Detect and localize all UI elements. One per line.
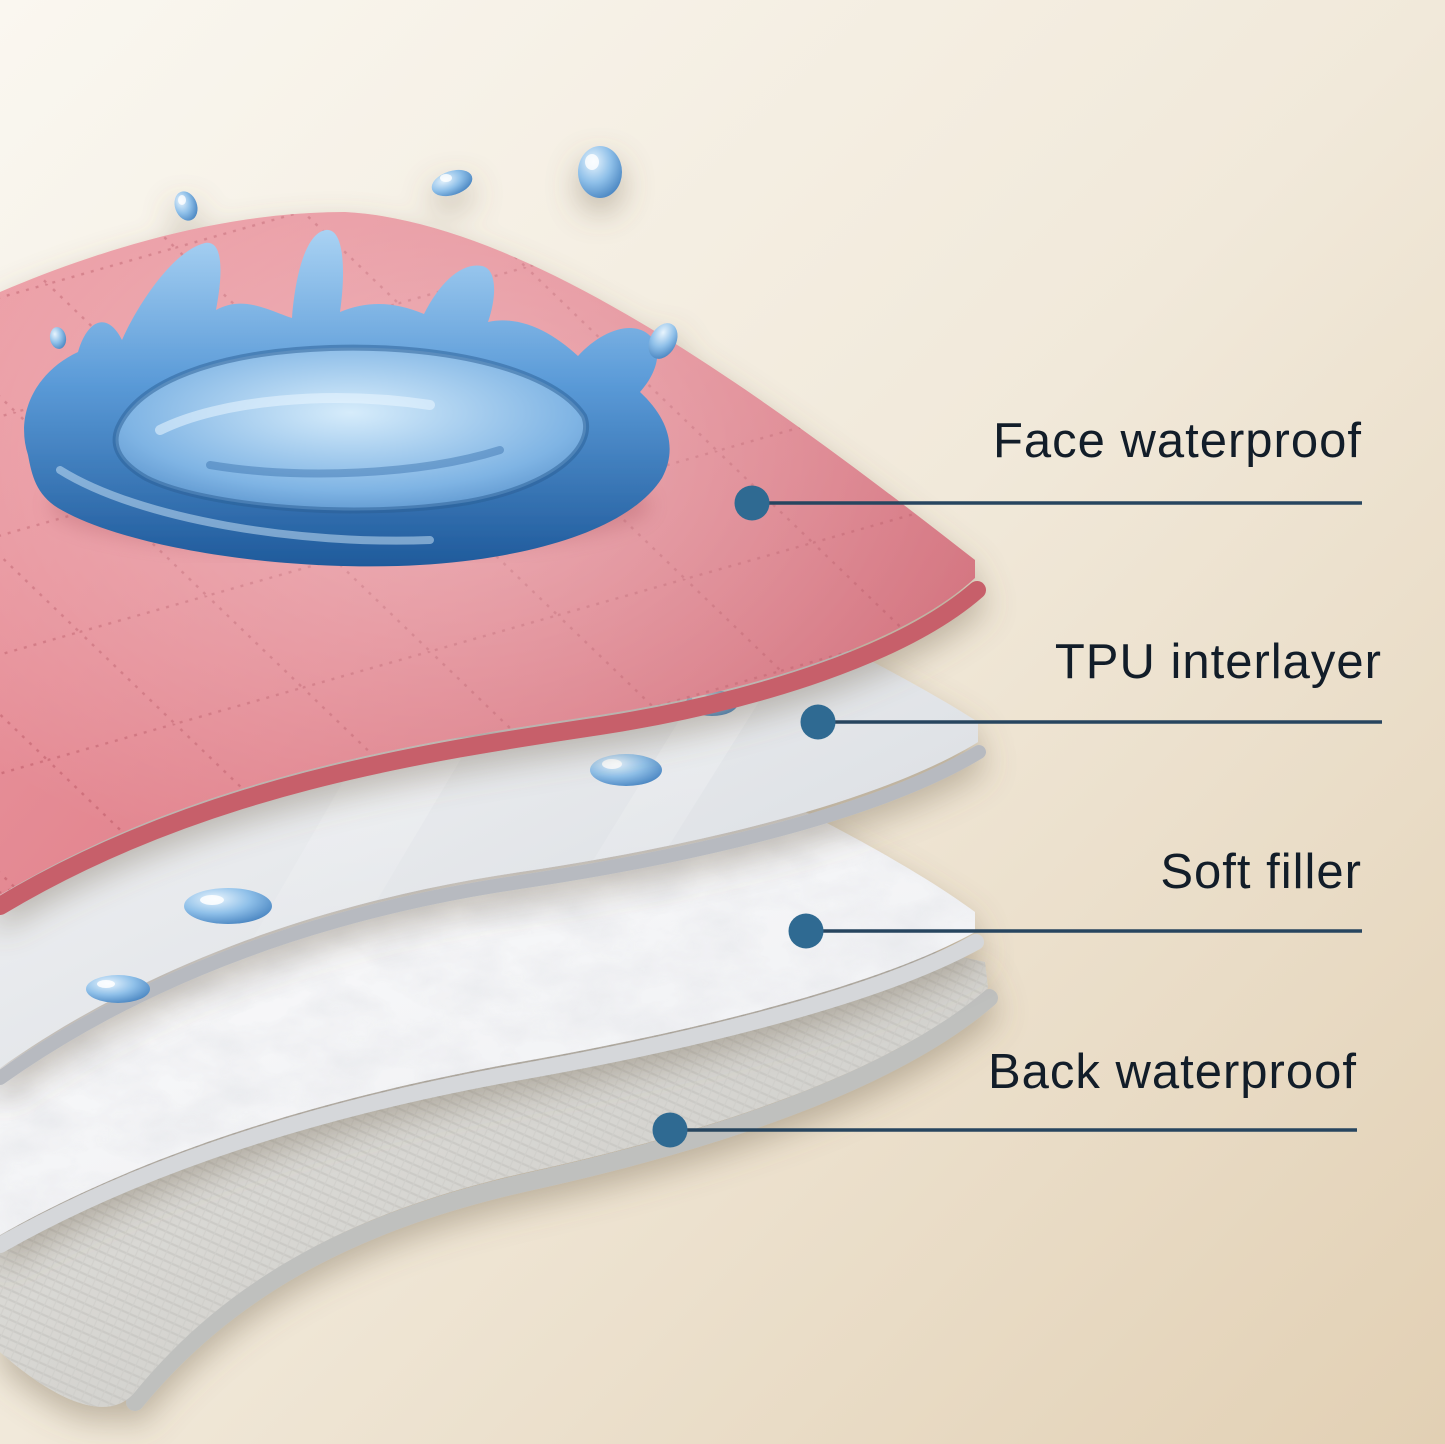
callout-label-face-waterproof: Face waterproof <box>993 414 1362 468</box>
callout-label-back-waterproof: Back waterproof <box>988 1045 1357 1099</box>
layer-face-waterproof <box>0 146 986 915</box>
callout-dot <box>788 913 824 949</box>
callout-tpu-interlayer: TPU interlayer <box>800 635 1382 740</box>
callout-label-tpu-interlayer: TPU interlayer <box>1055 635 1382 689</box>
callout-back-waterproof: Back waterproof <box>652 1045 1357 1148</box>
callout-label-soft-filler: Soft filler <box>1160 845 1362 899</box>
bead-highlight <box>200 895 224 905</box>
callout-face-waterproof: Face waterproof <box>734 414 1362 521</box>
droplet-highlight <box>585 154 599 170</box>
water-droplet <box>648 323 678 359</box>
bead-highlight <box>602 759 622 769</box>
callout-soft-filler: Soft filler <box>788 845 1362 949</box>
pool-highlight <box>155 393 435 435</box>
water-bead <box>184 888 272 924</box>
face-layer-edge <box>0 581 986 915</box>
water-droplet <box>578 146 622 198</box>
callout-dot <box>734 485 770 521</box>
flying-water-droplets <box>49 146 678 359</box>
soft-filler-edge <box>0 934 984 1253</box>
water-bead <box>590 754 662 786</box>
back-layer-edge <box>126 989 998 1411</box>
water-bead <box>86 975 150 1003</box>
crown-rim-highlight <box>56 466 434 545</box>
water-splash-illustration <box>24 146 678 567</box>
bead-highlight <box>97 980 115 988</box>
callout-dot <box>800 704 836 740</box>
pool-ripple <box>206 446 504 478</box>
tpu-water-beads <box>86 690 738 1003</box>
callout-dot <box>652 1112 688 1148</box>
droplet-highlight <box>440 174 452 182</box>
droplet-highlight <box>178 195 186 205</box>
water-droplet <box>49 327 67 349</box>
splash-pool <box>112 344 589 514</box>
